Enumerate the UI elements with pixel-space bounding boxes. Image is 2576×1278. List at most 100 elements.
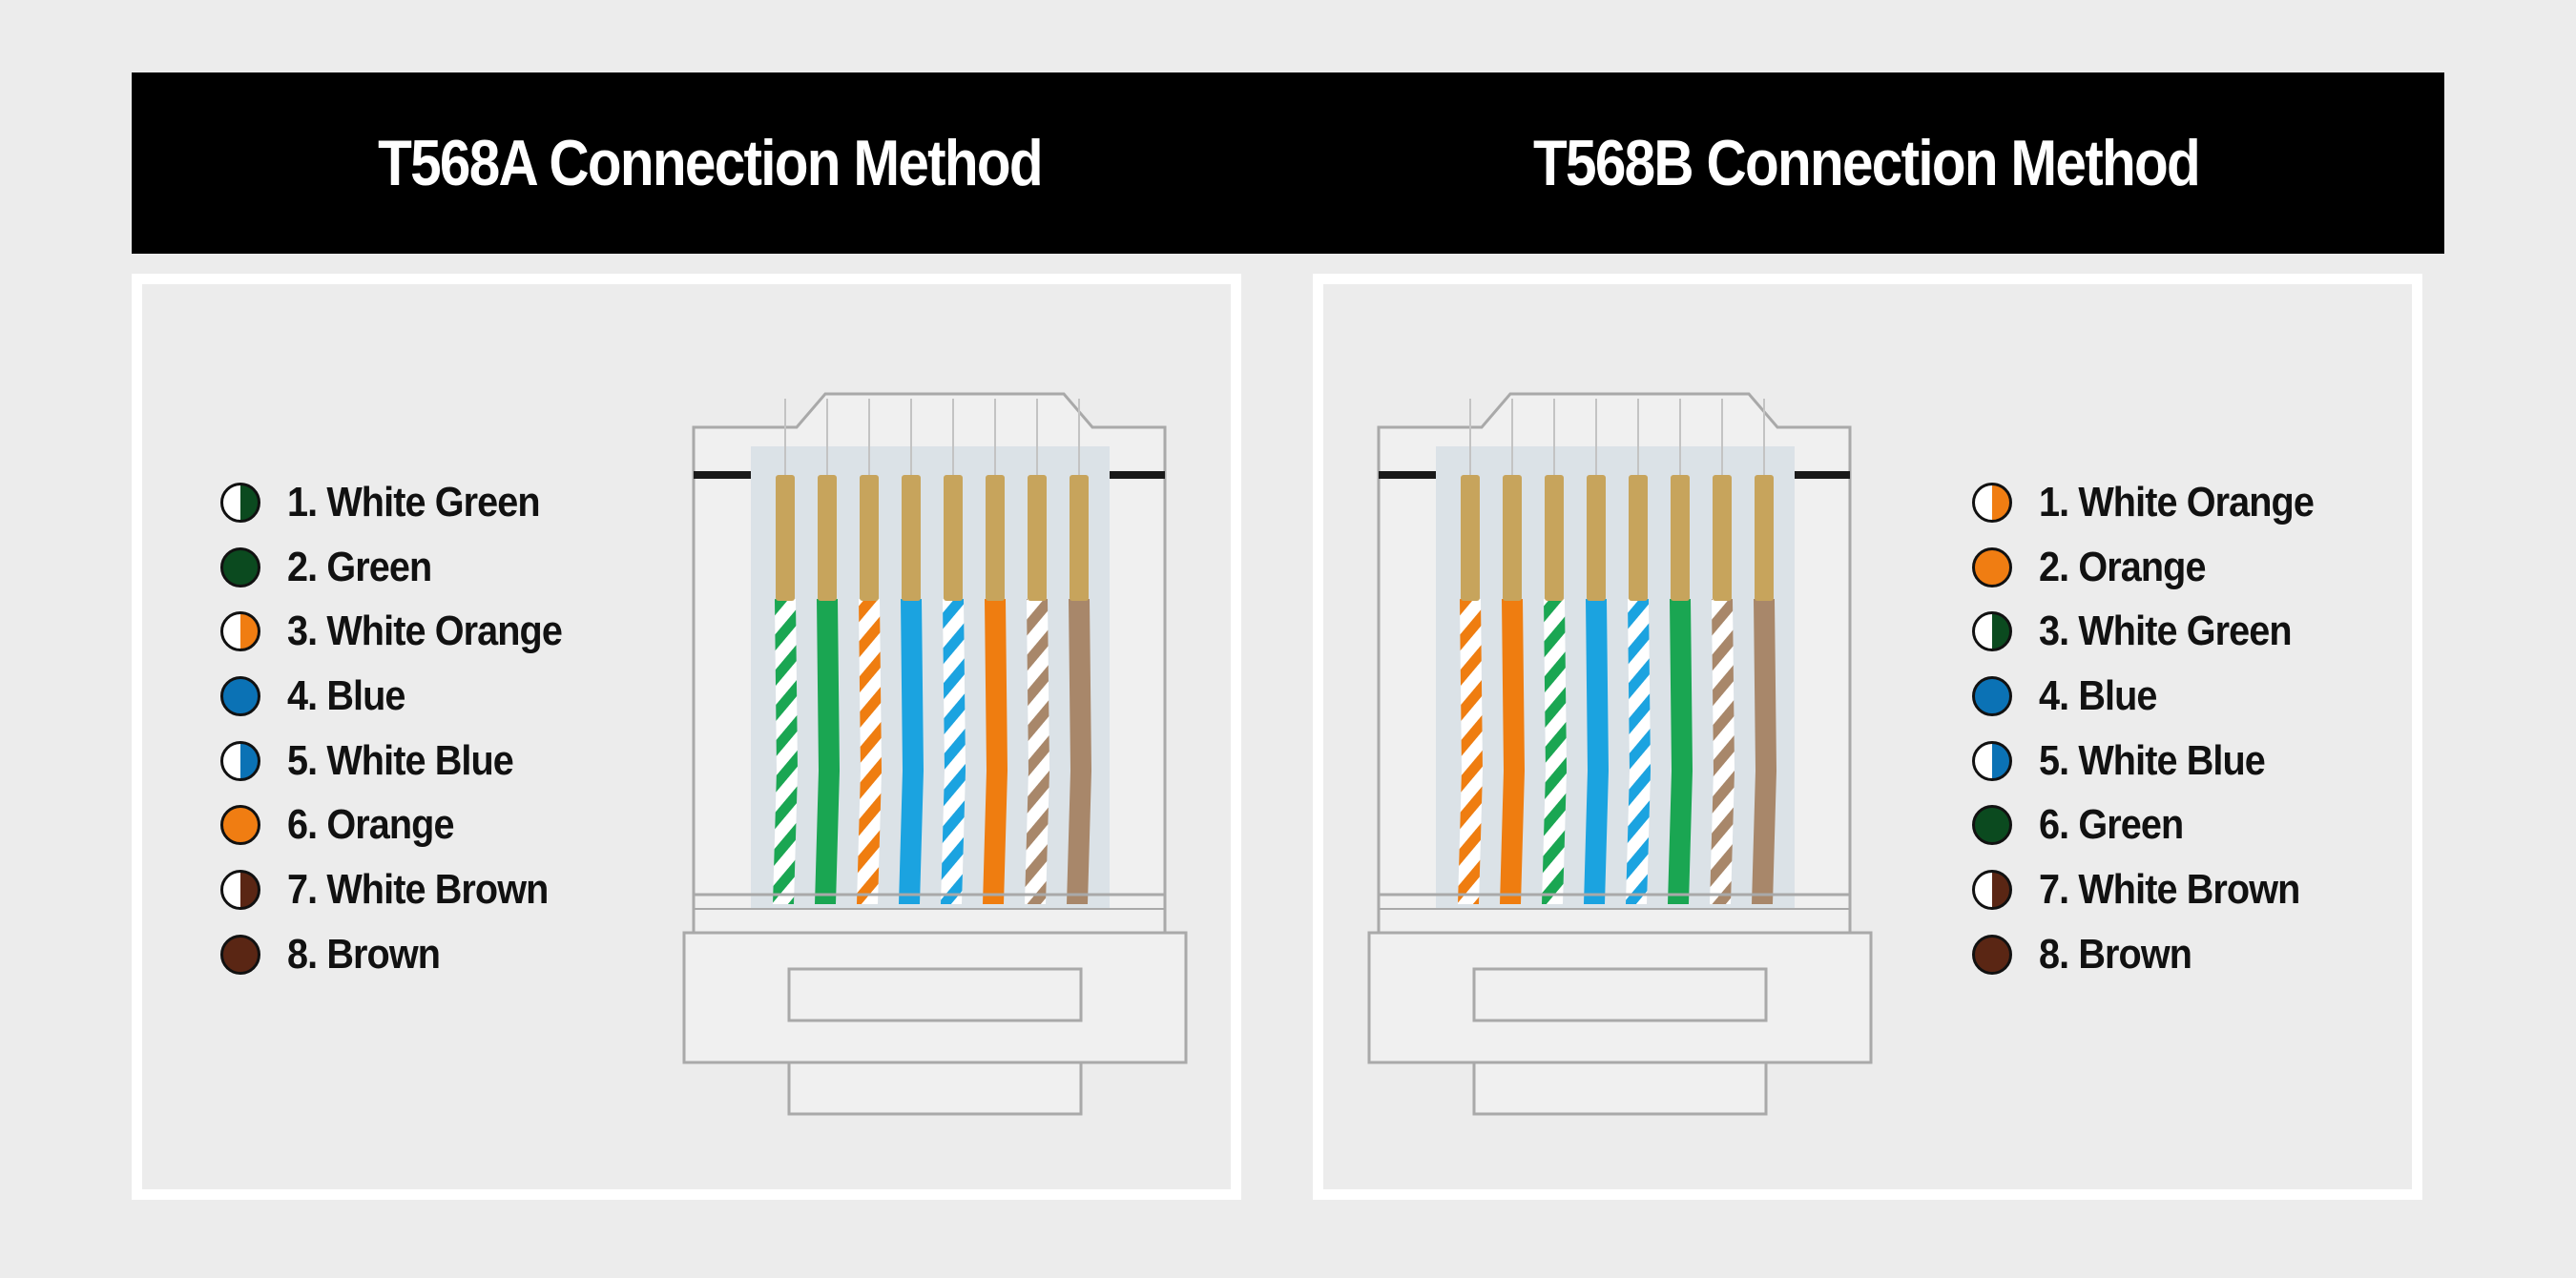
t568b-legend-item-7: 7. White Brown xyxy=(1972,857,2344,922)
green-white-half-swatch-icon xyxy=(1972,611,2012,652)
t568b-pin-contact-8 xyxy=(1755,475,1774,601)
t568b-wire-1 xyxy=(1458,599,1483,904)
blue-solid-swatch-icon xyxy=(1972,675,2012,716)
t568a-legend-item-5: 5. White Blue xyxy=(220,729,592,794)
side-bar xyxy=(1379,471,1436,479)
t568a-pin-label: 3. White Orange xyxy=(287,608,563,655)
t568a-pin-contact-1 xyxy=(776,475,795,601)
t568b-pin-contact-7 xyxy=(1713,475,1732,601)
connector-body xyxy=(1436,446,1795,910)
t568a-wire-8 xyxy=(1067,599,1091,904)
t568a-legend-item-7: 7. White Brown xyxy=(220,857,592,922)
t568b-wire-4 xyxy=(1584,599,1609,904)
t568b-legend: 1. White Orange 2. Orange 3. White Green 4.… xyxy=(1972,470,2344,987)
t568a-pin-contact-3 xyxy=(860,475,879,601)
t568b-pin-contact-2 xyxy=(1503,475,1522,601)
t568a-pin-label: 2. Green xyxy=(287,543,432,590)
green-solid-swatch-icon xyxy=(220,546,260,587)
side-bar xyxy=(694,471,751,479)
t568a-pin-contact-7 xyxy=(1028,475,1047,601)
t568b-pin-label: 7. White Brown xyxy=(2039,865,2300,913)
t568b-pin-label: 1. White Orange xyxy=(2039,478,2315,526)
connector-body xyxy=(751,446,1110,910)
orange-solid-swatch-icon xyxy=(220,805,260,846)
t568a-pin-label: 1. White Green xyxy=(287,478,541,526)
t568a-connector-diagram xyxy=(682,392,1188,1116)
t568b-wire-5 xyxy=(1626,599,1651,904)
t568a-legend-item-8: 8. Brown xyxy=(220,922,592,987)
t568a-legend-item-1: 1. White Green xyxy=(220,470,592,535)
t568a-legend-item-6: 6. Orange xyxy=(220,793,592,857)
t568b-wire-7 xyxy=(1710,599,1735,904)
t568a-legend-item-2: 2. Green xyxy=(220,535,592,600)
t568a-wire-6 xyxy=(983,599,1008,904)
latch-tab xyxy=(1472,1061,1768,1116)
orange-white-half-swatch-icon xyxy=(1972,482,2012,523)
t568a-pin-label: 5. White Blue xyxy=(287,736,514,784)
orange-white-half-swatch-icon xyxy=(220,611,260,652)
t568a-wire-4 xyxy=(899,599,924,904)
t568b-legend-item-6: 6. Green xyxy=(1972,793,2344,857)
t568b-title: T568B Connection Method xyxy=(1533,127,2201,199)
t568b-pin-label: 8. Brown xyxy=(2039,930,2192,978)
t568a-pin-contact-5 xyxy=(944,475,963,601)
brown-white-half-swatch-icon xyxy=(1972,869,2012,910)
t568b-wire-3 xyxy=(1542,599,1567,904)
t568a-pin-label: 4. Blue xyxy=(287,671,405,719)
t568a-title: T568A Connection Method xyxy=(378,127,1044,199)
t568b-legend-item-5: 5. White Blue xyxy=(1972,729,2344,794)
orange-solid-swatch-icon xyxy=(1972,546,2012,587)
side-bar xyxy=(1110,471,1165,479)
t568a-pin-label: 8. Brown xyxy=(287,930,441,978)
t568a-legend: 1. White Green 2. Green 3. White Orange 4. … xyxy=(220,470,592,987)
latch-block xyxy=(682,931,1188,1064)
t568a-wire-7 xyxy=(1025,599,1049,904)
t568a-pin-contact-6 xyxy=(986,475,1005,601)
t568a-pin-contact-2 xyxy=(818,475,837,601)
green-white-half-swatch-icon xyxy=(220,482,260,523)
t568a-panel: 1. White Green 2. Green 3. White Orange 4. … xyxy=(132,274,1241,1200)
t568b-connector-diagram xyxy=(1367,392,1873,1116)
latch-block xyxy=(1367,931,1873,1064)
t568b-legend-item-2: 2. Orange xyxy=(1972,535,2344,600)
side-bar xyxy=(1795,471,1850,479)
t568b-pin-label: 6. Green xyxy=(2039,801,2184,849)
brown-solid-swatch-icon xyxy=(1972,934,2012,975)
t568b-wire-8 xyxy=(1752,599,1776,904)
t568b-legend-item-3: 3. White Green xyxy=(1972,599,2344,664)
blue-white-half-swatch-icon xyxy=(220,740,260,781)
t568b-pin-contact-4 xyxy=(1587,475,1606,601)
t568a-pin-label: 7. White Brown xyxy=(287,865,549,913)
t568a-wire-2 xyxy=(815,599,840,904)
t568b-pin-contact-1 xyxy=(1461,475,1480,601)
t568a-wire-3 xyxy=(857,599,882,904)
green-solid-swatch-icon xyxy=(1972,805,2012,846)
blue-solid-swatch-icon xyxy=(220,675,260,716)
t568b-legend-item-8: 8. Brown xyxy=(1972,922,2344,987)
t568b-pin-label: 4. Blue xyxy=(2039,671,2157,719)
latch-window xyxy=(787,967,1083,1022)
t568b-pin-contact-5 xyxy=(1629,475,1648,601)
t568a-wire-5 xyxy=(941,599,966,904)
t568b-panel: 1. White Orange 2. Orange 3. White Green 4.… xyxy=(1313,274,2422,1200)
brown-white-half-swatch-icon xyxy=(220,869,260,910)
t568b-legend-item-1: 1. White Orange xyxy=(1972,470,2344,535)
t568b-pin-contact-3 xyxy=(1545,475,1564,601)
t568b-pin-contact-6 xyxy=(1671,475,1690,601)
t568a-pin-contact-4 xyxy=(902,475,921,601)
t568b-wire-2 xyxy=(1500,599,1525,904)
latch-tab xyxy=(787,1061,1083,1116)
t568a-pin-contact-8 xyxy=(1070,475,1089,601)
t568a-wire-1 xyxy=(773,599,798,904)
t568a-legend-item-4: 4. Blue xyxy=(220,664,592,729)
brown-solid-swatch-icon xyxy=(220,934,260,975)
header-bar: T568A Connection Method T568B Connection… xyxy=(132,72,2444,254)
t568b-pin-label: 2. Orange xyxy=(2039,543,2206,590)
blue-white-half-swatch-icon xyxy=(1972,740,2012,781)
t568b-pin-label: 3. White Green xyxy=(2039,608,2293,655)
t568b-legend-item-4: 4. Blue xyxy=(1972,664,2344,729)
t568b-pin-label: 5. White Blue xyxy=(2039,736,2266,784)
latch-window xyxy=(1472,967,1768,1022)
t568a-pin-label: 6. Orange xyxy=(287,801,454,849)
t568b-wire-6 xyxy=(1668,599,1693,904)
